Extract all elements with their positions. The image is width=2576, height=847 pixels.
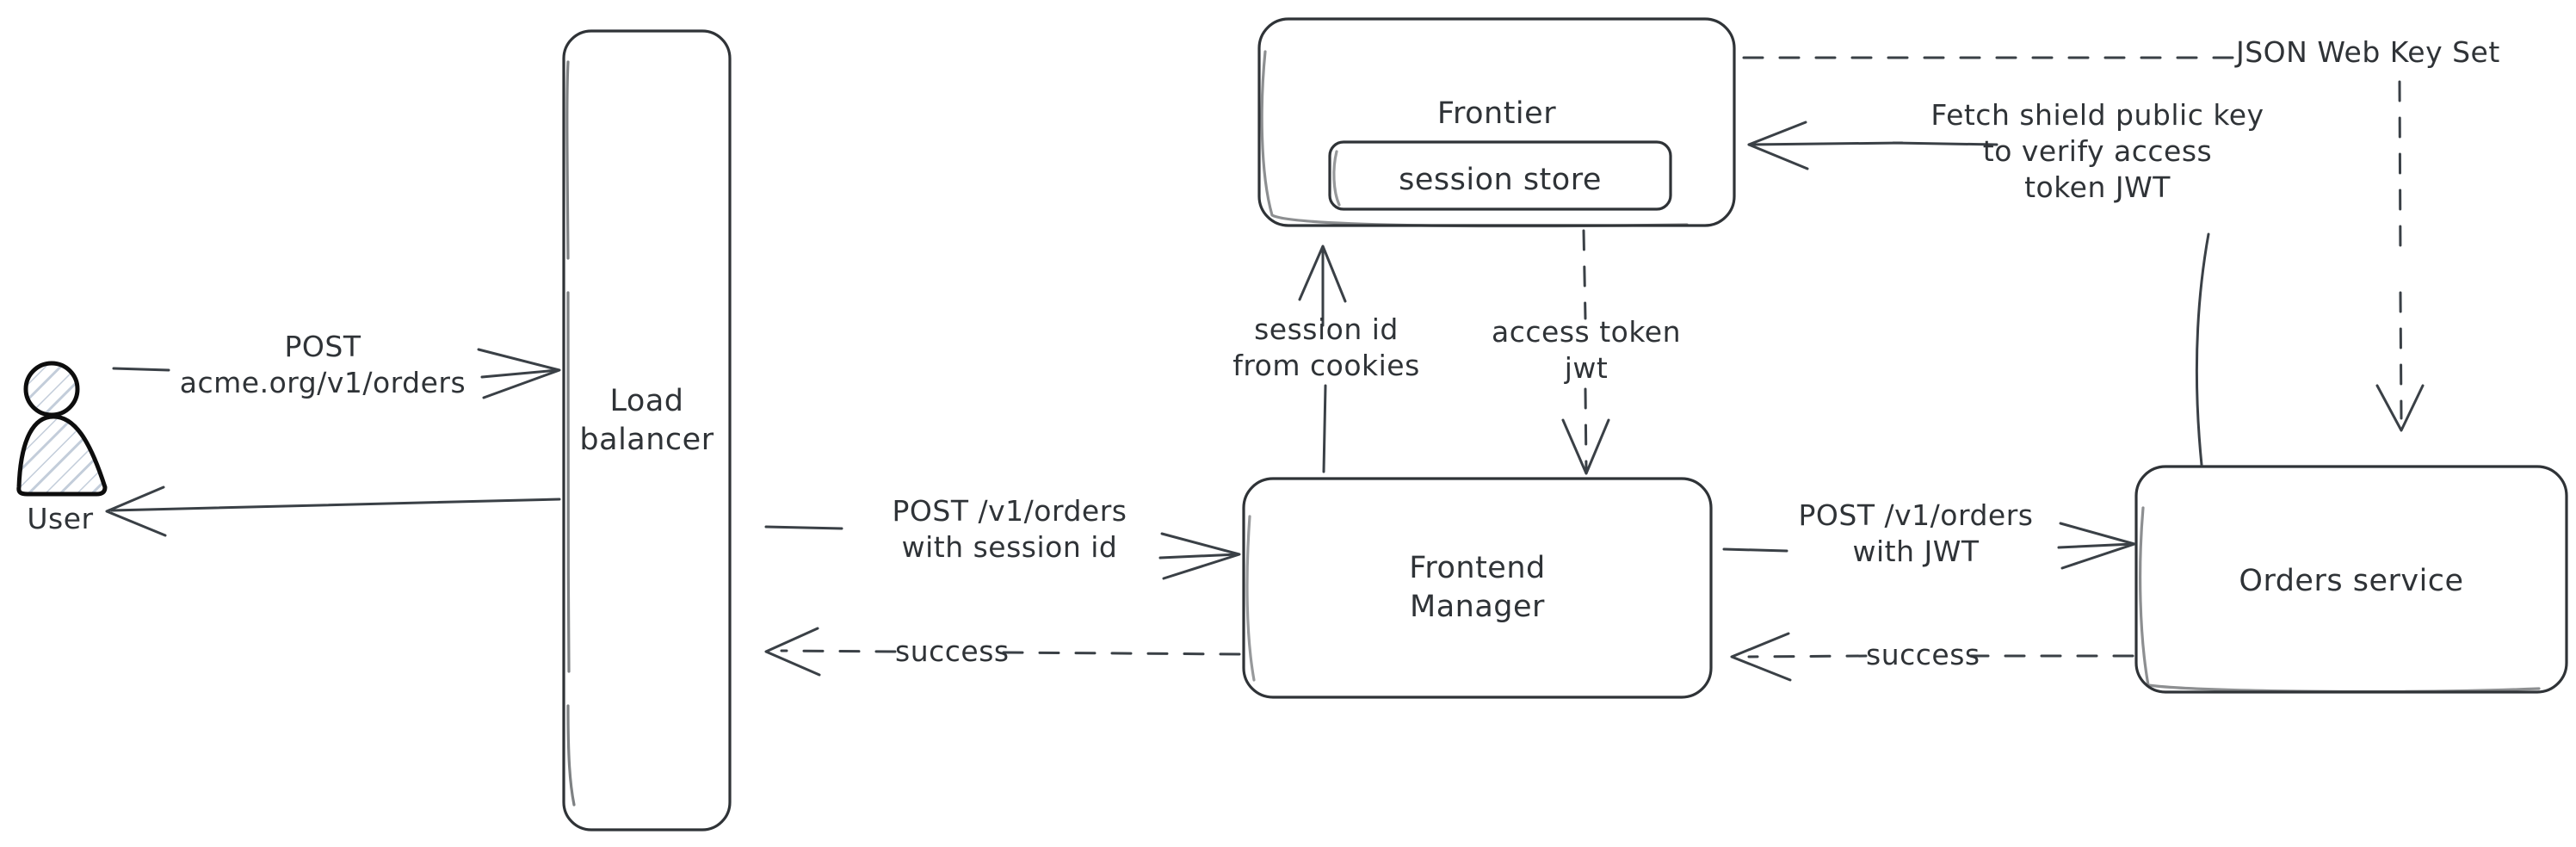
orders-service-shape <box>2134 465 2568 694</box>
edge-orders-service-to-frontend-manager <box>1730 632 2134 682</box>
edge-load-balancer-to-user <box>105 485 561 537</box>
edge-label-load-balancer-to-frontend-manager: POST /v1/orders with session id <box>892 494 1127 565</box>
edge-frontier-to-orders-service-jwks <box>1742 56 2425 432</box>
edge-label-frontend-manager-to-frontier: session id from cookies <box>1232 312 1420 383</box>
edge-frontend-manager-to-frontier <box>1298 244 1347 473</box>
orders-service-label: Orders service <box>2239 564 2464 598</box>
edge-label-frontier-to-frontend-manager: access token jwt <box>1492 315 1681 386</box>
user-label: User <box>27 502 94 535</box>
edge-label-frontend-manager-to-load-balancer: success <box>895 634 1010 668</box>
edge-load-balancer-to-frontend-manager <box>764 525 1241 580</box>
edge-frontier-to-frontend-manager <box>1561 229 1610 475</box>
user-actor-icon <box>16 361 108 497</box>
edge-user-to-load-balancer <box>112 348 561 399</box>
edge-label-frontend-manager-to-orders-service: POST /v1/orders with JWT <box>1798 498 2034 569</box>
edge-label-frontier-to-orders-service-jwks: JSON Web Key Set <box>2236 35 2500 69</box>
frontier-label: Frontier <box>1436 96 1557 131</box>
load-balancer-shape <box>562 29 732 832</box>
edge-frontend-manager-to-load-balancer <box>764 627 1241 677</box>
frontend-manager-label: Frontend Manager <box>1409 551 1546 624</box>
load-balancer-label: Load balancer <box>579 384 714 457</box>
edge-frontend-manager-to-orders-service <box>1722 522 2136 570</box>
session-store-label: session store <box>1399 163 1602 197</box>
edge-label-orders-service-to-frontier: Fetch shield public key to verify access… <box>1930 98 2264 205</box>
frontend-manager-shape <box>1242 477 1713 699</box>
edge-orders-service-to-frontier <box>1747 121 2210 467</box>
edge-label-user-to-load-balancer: POST acme.org/v1/orders <box>179 330 466 400</box>
frontier-shape <box>1257 17 1736 228</box>
edge-label-orders-service-to-frontend-manager: success <box>1866 638 1980 671</box>
